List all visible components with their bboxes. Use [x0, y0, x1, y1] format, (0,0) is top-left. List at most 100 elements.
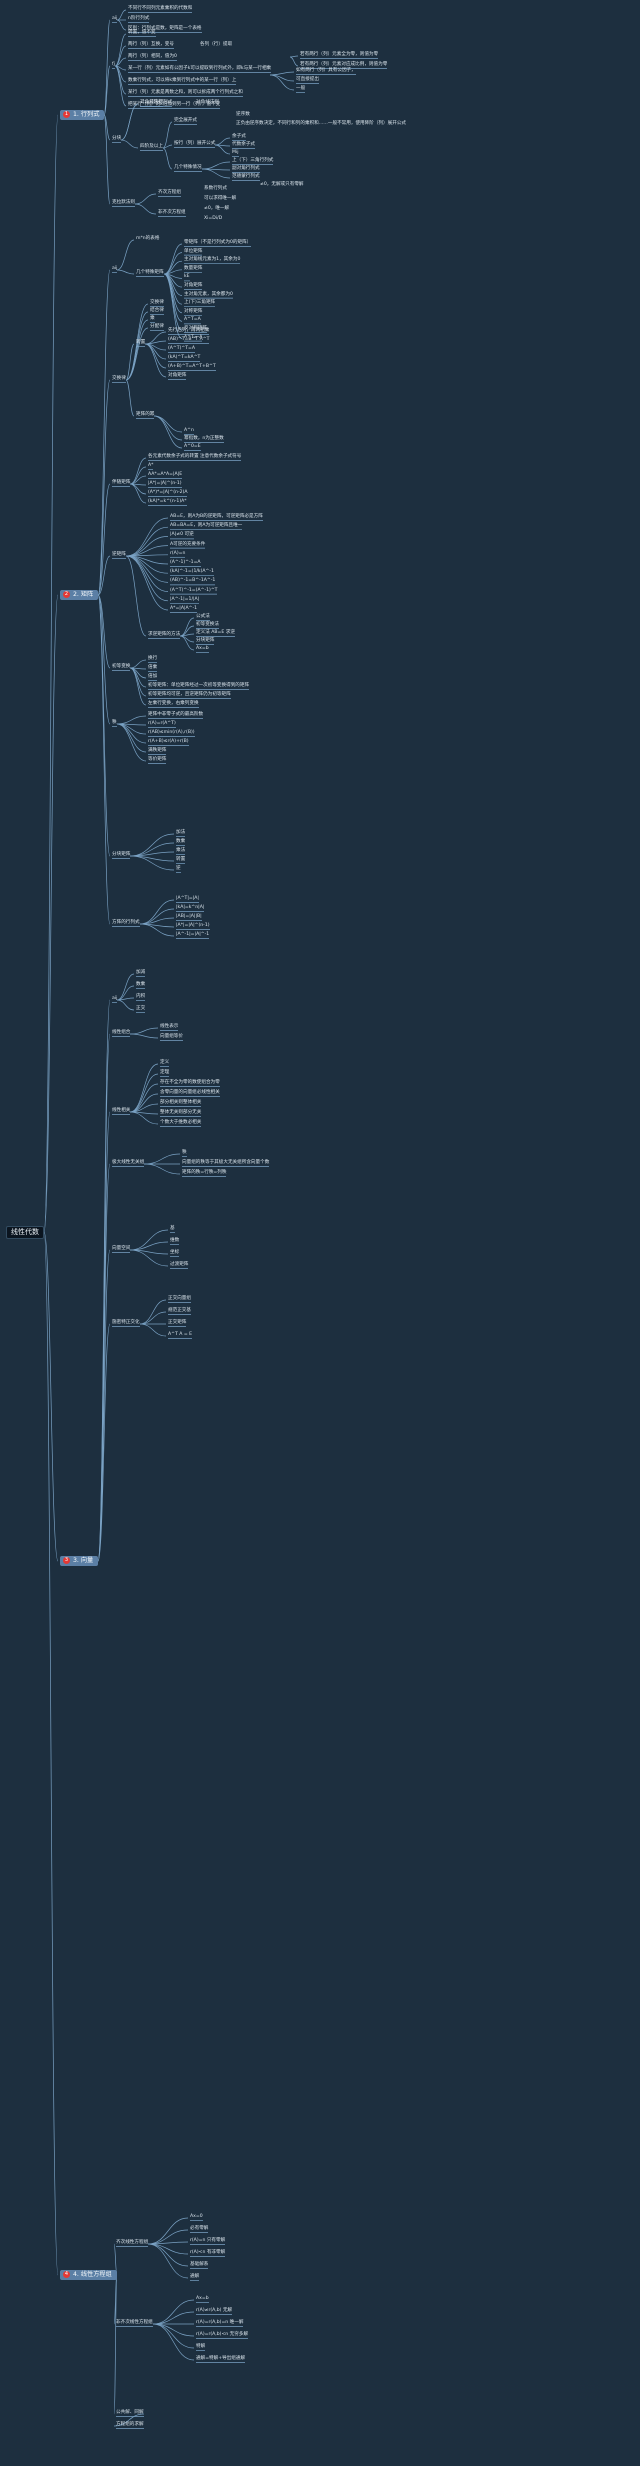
connector [125, 555, 169, 611]
leaf-node: 零矩阵（不是行列式为0的矩阵） [184, 240, 251, 246]
leaf-node: 数乘行列式，可以将k乘到行列式中的某一行（列）上 [128, 78, 236, 84]
leaf-node: 方程组的求解 [116, 2422, 144, 2428]
leaf-node: 必有零解 [190, 2226, 208, 2232]
connector [116, 973, 135, 1001]
leaf-node: 特解 [196, 2344, 205, 2350]
node-label: 伴随矩阵 [112, 480, 131, 485]
node-label: |A^-1|=1/|A| [170, 596, 200, 602]
leaf-node: 内积 [136, 994, 145, 1000]
connector [152, 2323, 195, 2361]
node-label: 秩 [112, 720, 117, 725]
sub-node: 线性组合 [112, 1030, 130, 1036]
node-label: |AB|=|A||B| [176, 914, 202, 919]
sub-node: 转置 [136, 340, 145, 346]
connector [97, 594, 111, 925]
node-label: (A*)*=|A|^(n-2)A [148, 490, 188, 495]
leaf-node: A^0=E [184, 444, 201, 450]
connector [103, 114, 111, 141]
leaf-node: 各元素代数余子式的转置 注意代数余子式符号 [148, 454, 241, 460]
leaf-node: 乘法 [176, 848, 185, 854]
node-label: aij [112, 266, 118, 271]
node-label: 把某行（列）的k倍加到另一行（列），值不变 [128, 102, 221, 107]
leaf-node: 初等变换法 [196, 622, 219, 628]
connector [103, 65, 111, 116]
node-label: ≠0，无解或只有零解 [260, 182, 304, 187]
node-label: 初等变换法 [196, 622, 219, 627]
leaf-node: 对角线法则 [140, 100, 163, 106]
node-label: 逆矩阵 [112, 552, 126, 557]
node-label: 正交向量组 [168, 1296, 191, 1301]
node-label: 秩 [182, 1150, 187, 1155]
leaf-node: 坐标 [170, 1250, 179, 1256]
connector [152, 2299, 195, 2325]
leaf-node: |A*|=|A|^(n-1) [148, 481, 182, 487]
node-label: |A*|=|A|^(n-1) [176, 923, 210, 928]
leaf-node: 换行 [148, 656, 157, 662]
connector [125, 319, 149, 381]
leaf-node: (kA)^T=kA^T [168, 355, 200, 361]
node-label: 几个特殊矩阵 [136, 270, 164, 275]
node-label: 矩阵的秩=行秩=列秩 [182, 1170, 227, 1175]
node-label: 分块矩阵 [112, 852, 131, 857]
leaf-node: 一般 [296, 86, 305, 92]
connector [144, 340, 167, 345]
leaf-node: r(A)<n 有非零解 [190, 2250, 225, 2256]
node-label: 基础解系 [190, 2262, 209, 2267]
node-label: aij [112, 996, 118, 1001]
leaf-node: 如有两行（列）具有公因子， [296, 68, 356, 74]
sub-node: 公共解、同解 [116, 2410, 144, 2416]
leaf-node: 把某行（列）的k倍加到另一行（列），值不变 [128, 102, 220, 108]
map-node: Xi=Di/D [204, 216, 222, 222]
node-label: 二、三阶行列式 [140, 100, 173, 105]
node-label: AB=E，则A为B的逆矩阵，可逆矩阵必是方阵 [170, 514, 263, 519]
node-label: 齐次线性方程组 [116, 2240, 149, 2245]
connector [147, 2229, 189, 2245]
leaf-node: 等价矩阵 [148, 757, 166, 763]
sub-node: aij [112, 996, 117, 1002]
node-label: Ax=b [196, 646, 209, 651]
sub-node: 线性相关 [112, 1108, 130, 1114]
node-label: A^T=A [184, 317, 201, 323]
connector [214, 137, 231, 146]
node-label: 余子式 [232, 134, 246, 139]
connector [139, 899, 175, 925]
node-label: 不同行不同列元素乘积的代数和 [128, 6, 193, 11]
node-label: (A+B)^T=A^T+B^T [168, 364, 216, 369]
node-label: 维数 [170, 1238, 180, 1243]
connector [43, 594, 59, 1233]
connector [269, 74, 295, 91]
node-label: 方阵的行列式 [112, 920, 140, 925]
sub-node: 向量空间 [112, 1246, 130, 1252]
node-label: AB=BA=E，则A为可逆矩阵且唯一 [170, 523, 243, 529]
leaf-node: AA*=A*A=|A|E [148, 472, 182, 478]
connector [97, 1033, 111, 1562]
node-label: 通解 [190, 2274, 200, 2279]
leaf-node: 线性表示 [160, 1024, 178, 1030]
connector [139, 908, 175, 925]
node-label: 求逆矩阵的方法 [148, 632, 181, 637]
connector [113, 2274, 118, 2415]
node-label: 零矩阵（不是行列式为0的矩阵） [184, 240, 252, 245]
leaf-node: |A^-1|=|A|^-1 [176, 932, 209, 938]
node-label: 非齐次线性方程组 [116, 2320, 153, 2325]
node-label: 完全展开式 [174, 118, 197, 123]
leaf-node: 对称矩阵 [184, 309, 202, 315]
connector [163, 273, 183, 339]
node-label: 施密特正交化 [112, 1320, 140, 1325]
node-label: kE [184, 274, 190, 280]
connector [162, 144, 173, 149]
leaf-node: AB=E，则A为B的逆矩阵，可逆矩阵必是方阵 [170, 514, 263, 520]
node-label: 区别：行列式是数，矩阵是一个表格 [128, 26, 202, 31]
leaf-node: 数乘 [136, 982, 145, 988]
leaf-node: (A^T)^T=A [168, 346, 195, 352]
sub-node: 几个特殊矩阵 [136, 270, 164, 276]
connector [97, 379, 111, 596]
leaf-node: r(A)≠r(A,b) 无解 [196, 2308, 232, 2314]
connector [144, 343, 167, 378]
connector [129, 1249, 169, 1267]
leaf-node: 正交矩阵 [168, 1320, 186, 1326]
node-label: r(A)=n 只有零解 [190, 2238, 226, 2243]
node-label: Ax=0 [190, 2214, 203, 2219]
